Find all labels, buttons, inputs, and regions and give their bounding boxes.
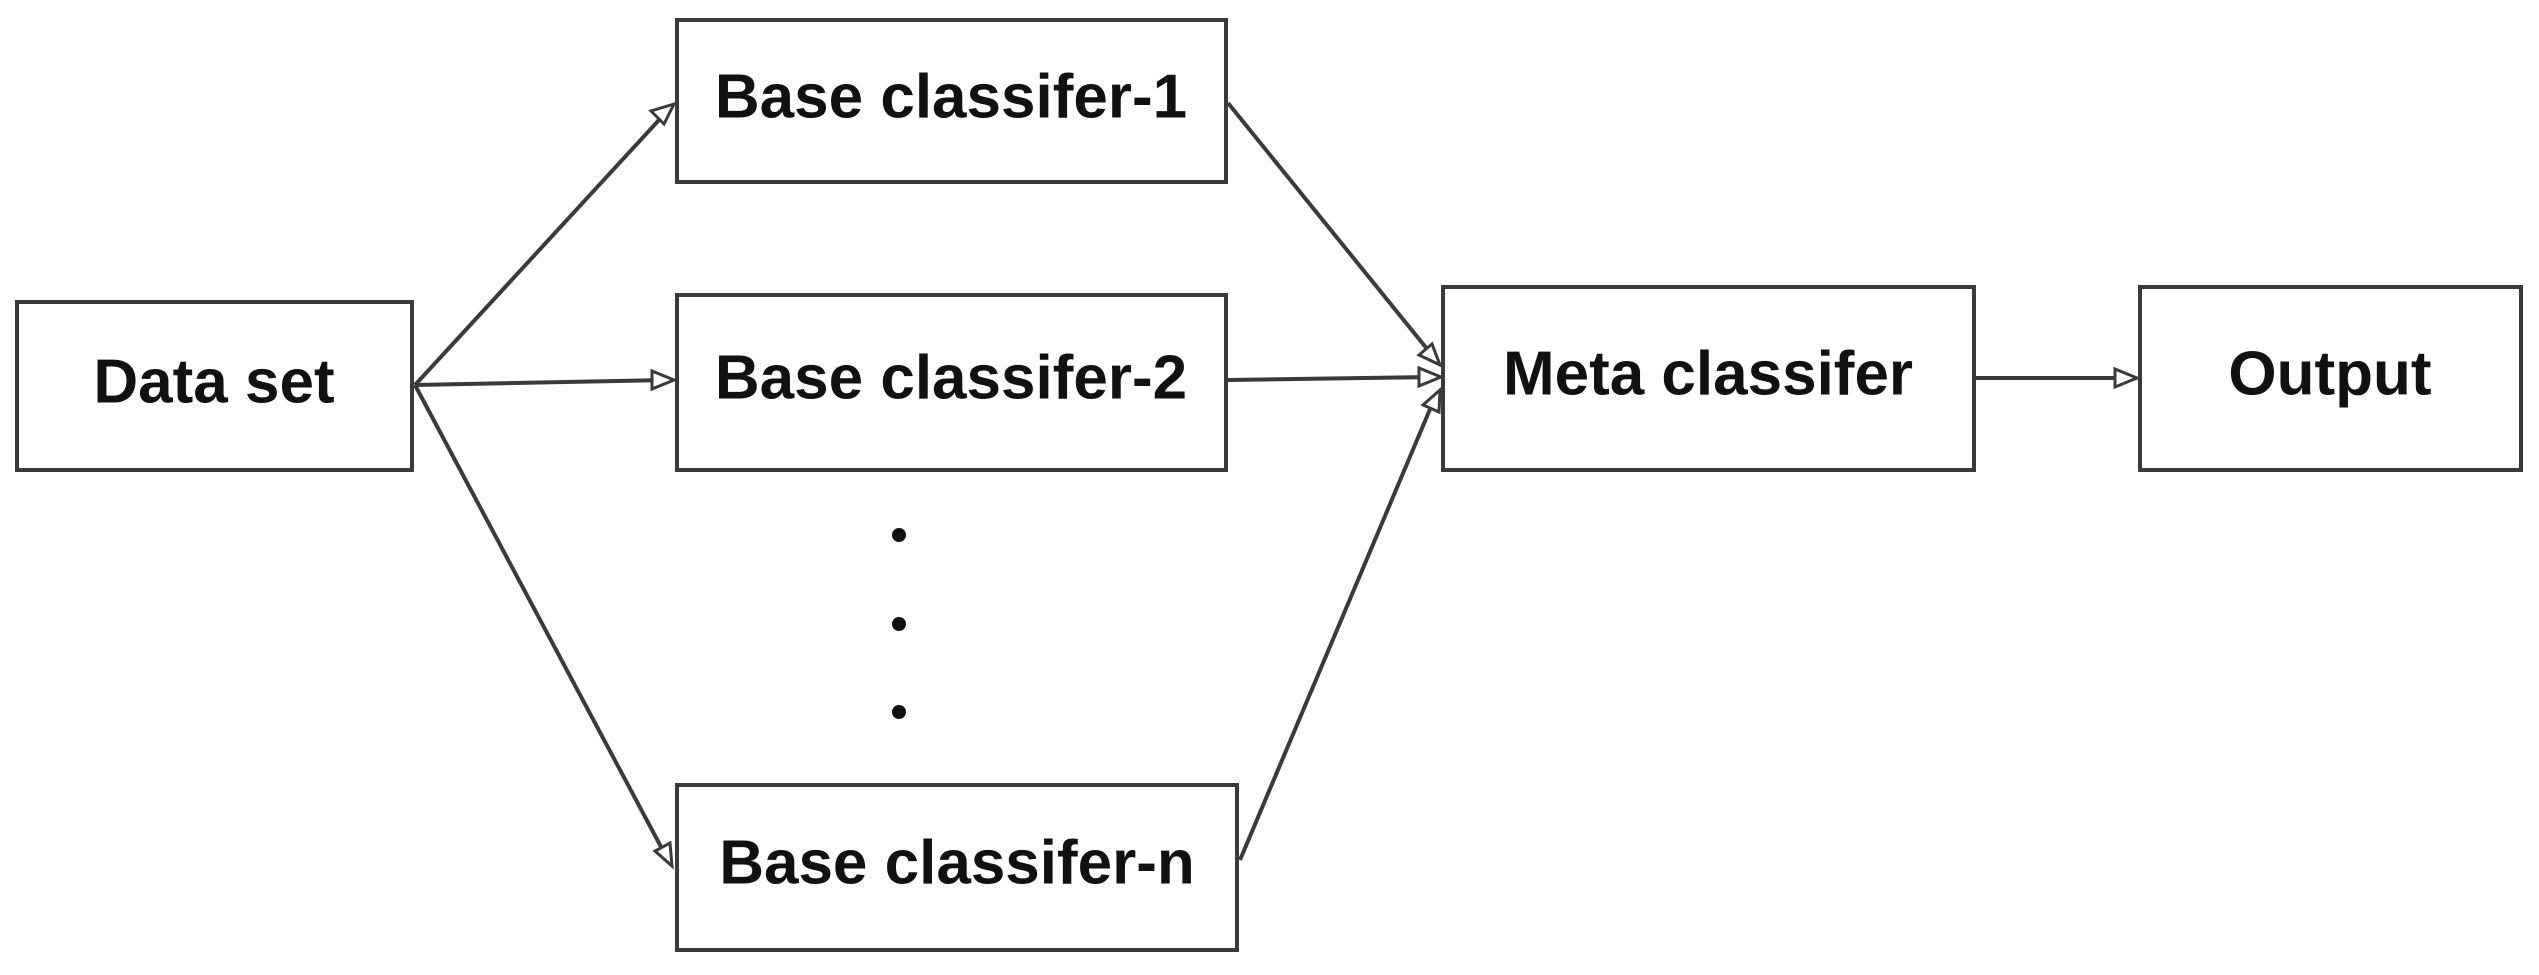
node-base-classifier-n: Base classifer-n: [675, 783, 1239, 952]
node-output-label: Output: [2228, 339, 2431, 408]
node-dataset-label: Data set: [93, 347, 334, 416]
ellipsis-dot-1: [892, 528, 906, 542]
node-base2-label: Base classifer-2: [715, 343, 1187, 412]
edge-dataset-to-basen: [413, 384, 670, 861]
ellipsis-dot-2: [892, 617, 906, 631]
ellipsis-dots: [892, 528, 906, 719]
node-base1-box: [675, 18, 1228, 184]
arrowhead-meta-from-base1: [1416, 341, 1443, 368]
node-dataset: Data set: [15, 300, 414, 472]
arrowhead-meta-from-base2: [1417, 365, 1445, 389]
edge-basen-to-meta: [1238, 394, 1438, 861]
arrowhead-meta-from-basen: [1420, 386, 1442, 415]
node-base-classifier-2: Base classifer-2: [675, 293, 1228, 472]
arrowhead-output: [2113, 366, 2141, 390]
node-base-classifier-1: Base classifer-1: [675, 18, 1228, 184]
edges: [413, 101, 2141, 870]
edge-dataset-to-base2: [414, 378, 669, 387]
arrowhead-base2: [650, 368, 678, 392]
edge-base1-to-meta: [1226, 101, 1438, 362]
node-meta-classifier: Meta classifer: [1441, 285, 1976, 472]
edge-dataset-to-base1: [413, 106, 672, 387]
node-base1-label: Base classifer-1: [715, 62, 1187, 131]
node-output: Output: [2138, 285, 2523, 472]
node-dataset-box: [15, 300, 414, 472]
node-meta-box: [1441, 285, 1976, 472]
node-meta-label: Meta classifer: [1503, 339, 1913, 408]
node-basen-box: [675, 783, 1239, 952]
ellipsis-dot-3: [892, 705, 906, 719]
arrowhead-basen: [652, 840, 674, 870]
node-basen-label: Base classifer-n: [719, 828, 1195, 897]
node-base2-box: [675, 293, 1228, 472]
arrowhead-base1: [648, 101, 677, 127]
edge-base2-to-meta: [1227, 375, 1437, 382]
node-output-box: [2138, 285, 2523, 472]
